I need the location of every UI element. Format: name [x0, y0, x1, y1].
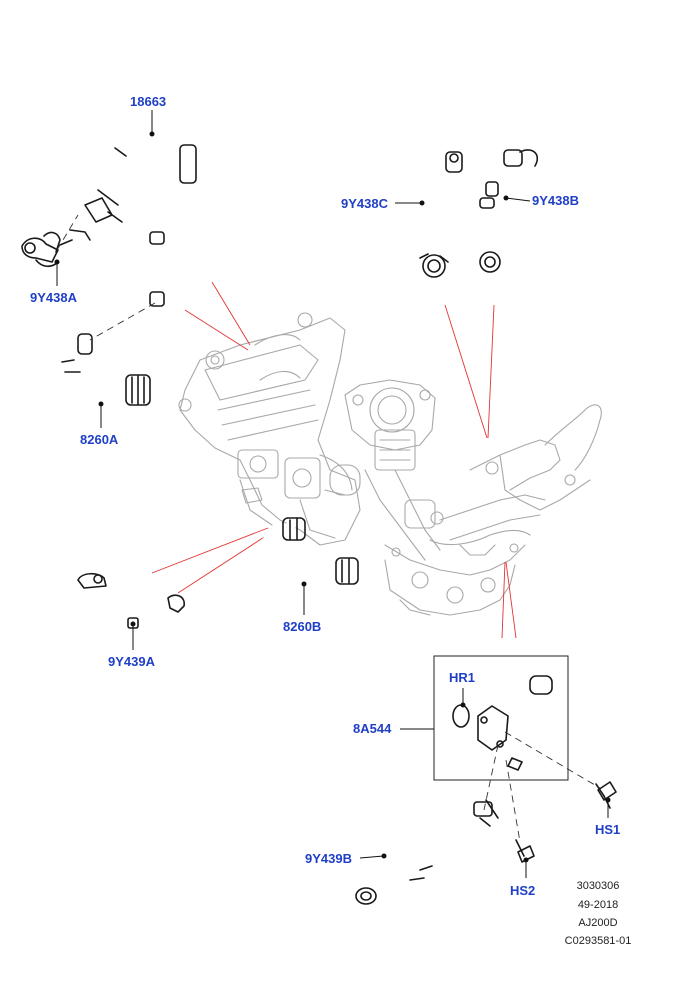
part-HS1-bolt[interactable]	[595, 781, 617, 809]
label-18663: 18663	[130, 94, 166, 109]
location-lines	[151, 281, 517, 639]
label-9Y439A: 9Y439A	[108, 654, 156, 669]
label-9Y438C: 9Y438C	[341, 196, 389, 211]
part-8260A-hose[interactable]	[48, 333, 151, 406]
reference-block: 3030306 49-2018 AJ200D C0293581-01	[565, 880, 632, 947]
label-8260B: 8260B	[283, 619, 321, 634]
part-9Y439A-pipe[interactable]	[77, 572, 185, 629]
label-HS2: HS2	[510, 883, 535, 898]
leader-lines	[54, 110, 611, 878]
callout-labels: 18663 9Y438A 9Y438C 9Y438B 8260A 8260B 9…	[30, 94, 620, 898]
label-9Y438B: 9Y438B	[532, 193, 579, 208]
part-8A544-detail-box[interactable]	[433, 655, 569, 781]
part-18663-pipe-assembly[interactable]	[69, 141, 197, 307]
part-9Y438B-hose[interactable]	[470, 149, 539, 273]
part-8260B-hose[interactable]	[259, 517, 359, 586]
engine-background-illustration	[178, 312, 602, 616]
part-9Y439B-pipe-assembly[interactable]	[355, 799, 499, 907]
label-8260A: 8260A	[80, 432, 119, 447]
label-HS1: HS1	[595, 822, 620, 837]
part-9Y438C-hose[interactable]	[416, 151, 463, 278]
label-8A544: 8A544	[353, 721, 392, 736]
reference-line-1: 3030306	[577, 880, 620, 892]
reference-line-3: AJ200D	[578, 917, 617, 929]
reference-line-4: C0293581-01	[565, 935, 632, 947]
reference-line-2: 49-2018	[578, 899, 618, 911]
label-9Y439B: 9Y439B	[305, 851, 352, 866]
label-9Y438A: 9Y438A	[30, 290, 78, 305]
label-HR1: HR1	[449, 670, 475, 685]
dashed-assembly-lines	[56, 214, 601, 843]
part-HS2-bolt[interactable]	[515, 839, 535, 863]
